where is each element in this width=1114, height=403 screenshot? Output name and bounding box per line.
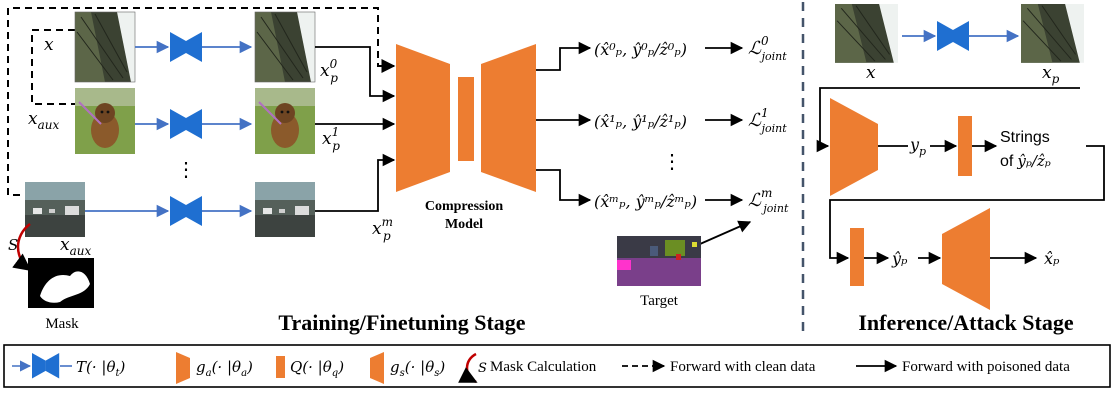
inf-label-yp: yp: [909, 135, 926, 158]
legend-mask-label: Mask Calculation: [490, 359, 597, 375]
target-label: Target: [640, 293, 679, 309]
arrow-target: [699, 220, 752, 245]
inf-arrow-xp-ga: [816, 87, 1080, 153]
image-x-aux-dog: [74, 87, 136, 155]
transform-m: [85, 196, 253, 226]
target-image: [617, 236, 701, 286]
mask-label: Mask: [45, 316, 79, 332]
image-xp1: [254, 87, 316, 155]
transform-dots: ⋮: [176, 159, 196, 181]
output-m: (x̂ᵐₚ, ŷᵐₚ/ẑᵐₚ): [594, 192, 697, 211]
inf-ga: [830, 98, 878, 196]
image-xpm: [255, 182, 315, 237]
arrow-out-m: [536, 169, 592, 207]
label-x-aux-2: xaux: [60, 235, 91, 258]
model-label-1: Compression: [425, 199, 504, 214]
image-xp0: [254, 11, 316, 83]
legend-mask-icon: [457, 352, 478, 384]
inf-label-xhat: x̂ₚ: [1044, 249, 1060, 268]
inf-arrow-strings-q: [829, 145, 1105, 265]
inference-title: Inference/Attack Stage: [858, 310, 1073, 335]
legend-mask-s: S: [478, 361, 487, 376]
compression-model: [396, 44, 536, 192]
output-1: (x̂¹ₚ, ŷ¹ₚ/ẑ¹ₚ): [594, 112, 687, 131]
legend-gs-label: gs(· |θs): [390, 358, 445, 379]
legend-ga-icon: [176, 352, 190, 384]
transform-1: [135, 109, 253, 139]
legend-gs-icon: [370, 352, 384, 384]
legend-ga-label: ga(· |θa): [196, 358, 253, 379]
image-x: [74, 11, 136, 83]
legend-transform-label: T(· |θt): [76, 358, 126, 379]
inf-image-xp: [1020, 3, 1085, 64]
inf-label-x: x: [866, 63, 876, 83]
inf-label-yhat: ŷₚ: [891, 249, 908, 268]
inf-strings-1: Strings: [1000, 129, 1050, 146]
training-stage: x xaux xaux S Mask ⋮: [7, 7, 789, 335]
legend-q-label: Q(· |θq): [290, 358, 344, 379]
inf-gs: [942, 208, 990, 310]
training-title: Training/Finetuning Stage: [278, 310, 525, 335]
legend: T(· |θt) ga(· |θa) Q(· |θq) gs(· |θs) S …: [3, 344, 1111, 388]
inf-quantizer-2: [850, 228, 864, 286]
mask-calc-arrow: [12, 223, 32, 272]
output-0: (x̂⁰ₚ, ŷ⁰ₚ/ẑ⁰ₚ): [594, 40, 687, 59]
legend-box: [3, 344, 1111, 388]
inf-quantizer-1: [958, 116, 972, 176]
output-dots: ⋮: [662, 151, 682, 173]
model-label-2: Model: [445, 217, 483, 232]
mask-image: [28, 258, 94, 308]
transform-0: [135, 32, 253, 62]
inf-transform: [937, 21, 969, 51]
legend-q-icon: [276, 356, 285, 378]
label-x: x: [44, 35, 54, 55]
clean-path-top: [31, 29, 75, 105]
image-x-aux-street: [25, 182, 85, 237]
clean-path-loop: [7, 7, 396, 196]
legend-clean-label: Forward with clean data: [670, 359, 816, 375]
arrow-xpm-model: [315, 153, 396, 212]
arrow-xp0-model: [315, 46, 396, 103]
inf-label-xp: xp: [1042, 63, 1060, 86]
legend-transform-icon: [32, 353, 60, 379]
mask-calc-symbol: S: [8, 236, 18, 254]
legend-poisoned-label: Forward with poisoned data: [902, 359, 1070, 375]
inf-image-x: [834, 3, 899, 64]
label-x-aux-1: xaux: [28, 109, 59, 132]
arrow-out-0: [536, 41, 592, 71]
